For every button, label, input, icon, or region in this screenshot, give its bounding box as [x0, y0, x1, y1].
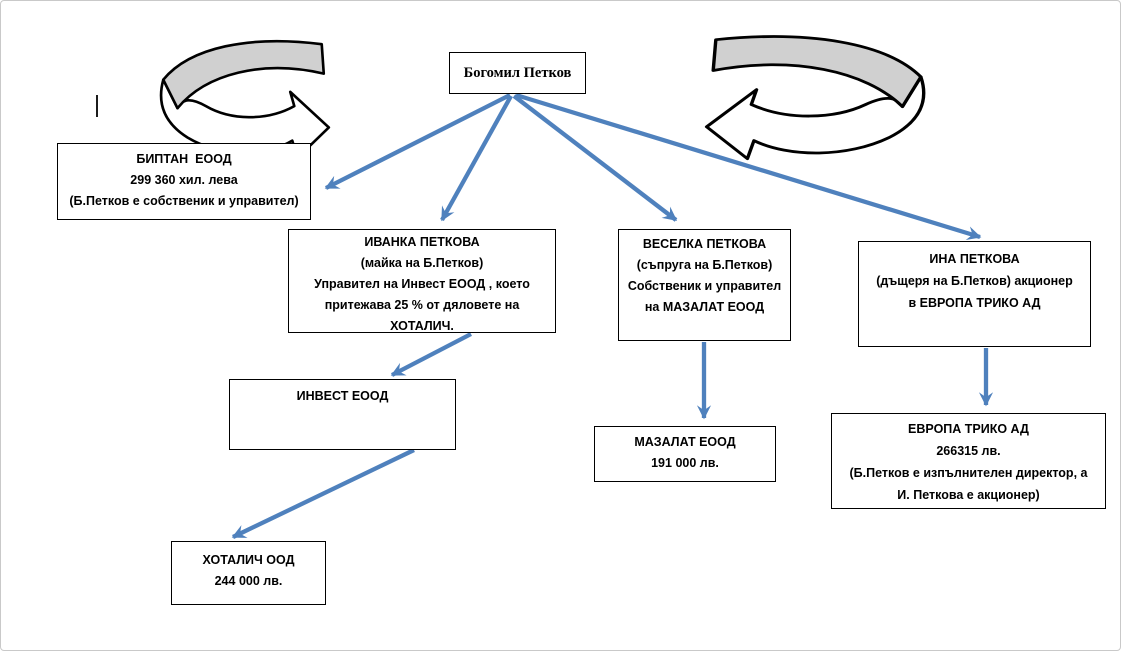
node-line: (съпруга на Б.Петков) — [636, 258, 773, 272]
arrow-root-to-veselka — [512, 94, 678, 222]
node-line: (дъщеря на Б.Петков) акционер — [876, 274, 1073, 288]
node-line: на МАЗАЛАТ ЕООД — [644, 300, 765, 314]
node-line: (Б.Петков е собственик и управител) — [69, 194, 299, 208]
stray-cursor-mark — [96, 95, 98, 117]
node-line: ЕВРОПА ТРИКО АД — [908, 422, 1029, 436]
node-line: 244 000 лв. — [214, 574, 283, 588]
node-line: (майка на Б.Петков) — [360, 256, 484, 270]
node-line: притежава 25 % от дяловете на — [324, 298, 520, 312]
curved-arrow-right-icon — [159, 39, 331, 160]
arrow-root-to-biptan — [324, 93, 511, 190]
node-line: ХОТАЛИЧ ООД — [202, 553, 295, 567]
node-line: Управител на Инвест ЕООД , което — [314, 277, 530, 291]
node-label: Богомил Петков — [463, 64, 572, 81]
node-line: МАЗАЛАТ ЕООД — [634, 435, 736, 449]
node-biptan-eood: БИПТАН ЕООД 299 360 хил. лева (Б.Петков … — [57, 143, 311, 220]
node-line: 299 360 хил. лева — [130, 173, 238, 187]
arrow-invest-to-hotalich — [231, 448, 415, 539]
node-line: ВЕСЕЛКА ПЕТКОВА — [642, 237, 767, 251]
node-invest-eood: ИНВЕСТ ЕООД — [229, 379, 456, 450]
arrow-ivanka-to-invest — [390, 332, 472, 377]
node-hotalich-ood: ХОТАЛИЧ ООД 244 000 лв. — [171, 541, 326, 605]
node-line: ИНВЕСТ ЕООД — [296, 389, 389, 403]
node-line: ИНА ПЕТКОВА — [929, 252, 1020, 266]
node-line: Собственик и управител — [627, 279, 782, 293]
node-line: (Б.Петков е изпълнителен директор, а — [849, 466, 1088, 480]
node-line: БИПТАН ЕООД — [136, 152, 232, 166]
node-ina-petkova: ИНА ПЕТКОВА (дъщеря на Б.Петков) акционе… — [858, 241, 1091, 347]
node-line: ХОТАЛИЧ. — [390, 319, 454, 333]
node-line: ИВАНКА ПЕТКОВА — [364, 235, 480, 249]
node-line: в ЕВРОПА ТРИКО АД — [908, 296, 1041, 310]
node-evropa-triko-ad: ЕВРОПА ТРИКО АД 266315 лв. (Б.Петков е и… — [831, 413, 1106, 509]
node-line: И. Петкова е акционер) — [897, 488, 1040, 502]
curved-arrow-left-icon — [704, 35, 926, 161]
node-line: 266315 лв. — [936, 444, 1001, 458]
node-bogomil-petkov: Богомил Петков — [449, 52, 586, 94]
node-veselka-petkova: ВЕСЕЛКА ПЕТКОВА (съпруга на Б.Петков) Со… — [618, 229, 791, 341]
node-line: 191 000 лв. — [651, 456, 719, 470]
node-ivanka-petkova: ИВАНКА ПЕТКОВА (майка на Б.Петков) Управ… — [288, 229, 556, 333]
arrow-root-to-ivanka — [440, 94, 513, 222]
node-mazalat-eood: МАЗАЛАТ ЕООД 191 000 лв. — [594, 426, 776, 482]
